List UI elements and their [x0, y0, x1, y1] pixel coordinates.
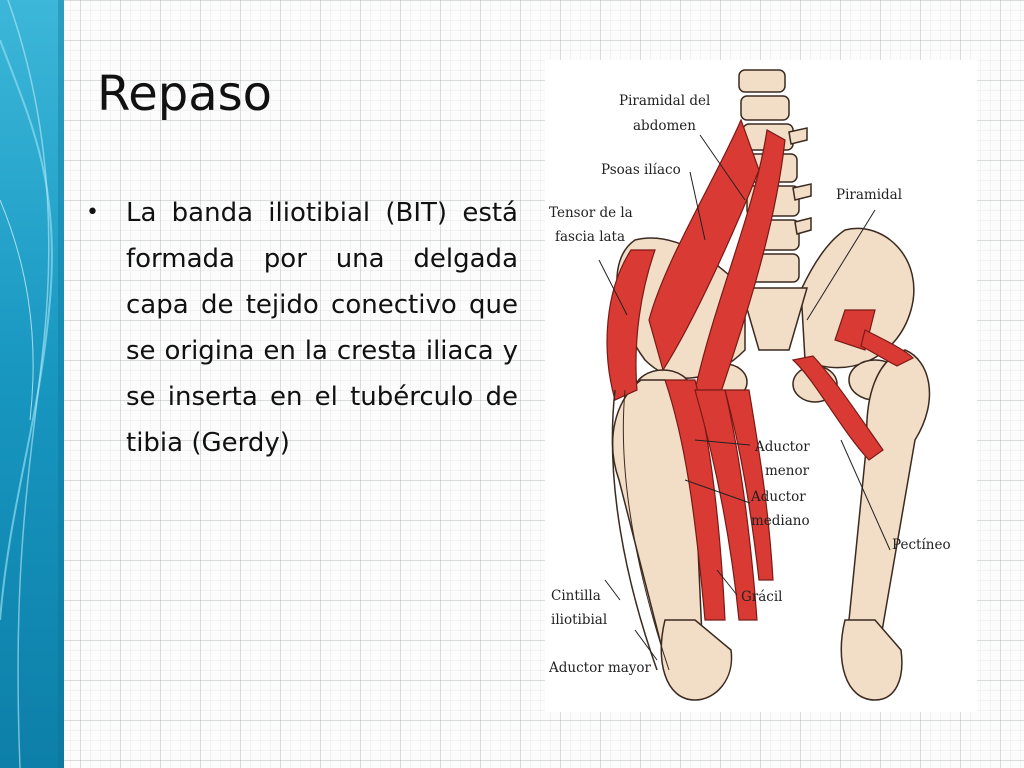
label-aductor-mayor: Aductor mayor	[548, 660, 652, 676]
label-aductor-menor-1: Aductor	[754, 439, 810, 455]
label-aductor-mediano-1: Aductor	[750, 489, 806, 505]
anatomy-figure: Piramidal del abdomen Psoas ilíaco Tenso…	[545, 60, 977, 712]
label-aductor-mediano-2: mediano	[751, 513, 810, 529]
label-piramidal-abdomen-1: Piramidal del	[619, 93, 710, 109]
label-cintilla-1: Cintilla	[551, 588, 601, 604]
label-piramidal-abdomen-2: abdomen	[633, 118, 696, 134]
label-tensor-1: Tensor de la	[549, 205, 633, 221]
label-psoas: Psoas ilíaco	[601, 162, 681, 178]
bullet-item: • La banda iliotibial (BIT) está formada…	[86, 190, 518, 466]
label-tensor-2: fascia lata	[555, 229, 625, 245]
hip-muscles-illustration: Piramidal del abdomen Psoas ilíaco Tenso…	[545, 60, 977, 712]
label-gracil: Grácil	[741, 589, 782, 605]
label-cintilla-2: iliotibial	[551, 612, 607, 628]
bullet-dot-icon: •	[86, 190, 126, 466]
bullet-text: La banda iliotibial (BIT) está formada p…	[126, 190, 518, 466]
slide-title: Repaso	[97, 66, 272, 122]
label-aductor-menor-2: menor	[765, 463, 810, 479]
label-pectineo: Pectíneo	[892, 537, 951, 553]
label-piramidal: Piramidal	[836, 187, 902, 203]
decorative-left-band	[0, 0, 64, 768]
